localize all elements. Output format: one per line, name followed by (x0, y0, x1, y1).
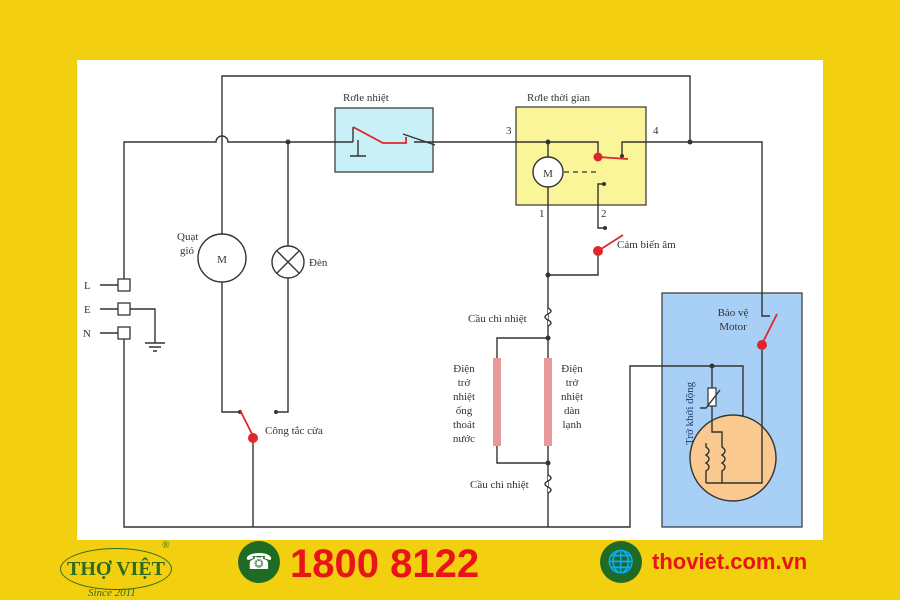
svg-text:lạnh: lạnh (563, 419, 582, 431)
svg-text:thoát: thoát (453, 419, 475, 431)
registered-mark: ® (162, 540, 170, 551)
since-label: Since 2011 (88, 587, 136, 599)
thermal-fuse-top-icon (544, 307, 552, 327)
ptc-starter-icon (707, 387, 717, 407)
svg-text:nhiệt: nhiệt (453, 391, 475, 403)
lamp-icon (271, 245, 305, 279)
timer-motor-icon (532, 156, 564, 188)
label-E: E (84, 304, 91, 316)
timer-relay-box (515, 106, 647, 206)
fan-motor-label: M (217, 254, 227, 266)
terminal-2-label: 2 (601, 208, 607, 220)
motor-protector-label-2: Motor (719, 321, 747, 333)
drain-heater-label: Điện trở nhiệt ống thoát nước (453, 363, 475, 445)
fuse-bottom-label: Cầu chì nhiệt (470, 479, 529, 491)
refrigerator-wiring-diagram: M Quạt gió Công tắc cửa Đèn L E N Rơle n… (83, 75, 803, 528)
hotline-number[interactable]: 1800 8122 (290, 542, 480, 586)
svg-text:trở: trở (566, 377, 579, 389)
fuse-top-label: Cầu chì nhiệt (468, 313, 527, 325)
drain-heater (493, 358, 501, 446)
svg-text:nhiệt: nhiệt (561, 391, 583, 403)
terminal-1-label: 1 (539, 208, 545, 220)
svg-text:trở: trở (458, 377, 471, 389)
svg-text:Điện: Điện (453, 363, 475, 375)
motor-protector-label-1: Bảo vệ (718, 307, 749, 319)
terminal-N (117, 326, 131, 340)
thermal-fuse-bottom-icon (544, 474, 552, 494)
door-switch-label: Công tắc cửa (265, 425, 323, 437)
terminal-4-label: 4 (653, 125, 659, 137)
tho-viet-logo: THỢ VIỆT (60, 548, 172, 590)
svg-text:dàn: dàn (564, 405, 580, 417)
evaporator-heater-label: Điện trở nhiệt dàn lạnh (561, 363, 583, 431)
label-N: N (83, 328, 91, 340)
terminal-L (117, 278, 131, 292)
terminal-3-label: 3 (506, 125, 512, 137)
fan-label-line2: gió (180, 245, 195, 257)
timer-motor-label: M (543, 168, 553, 180)
svg-text:ống: ống (456, 405, 473, 417)
evaporator-heater (544, 358, 552, 446)
fan-label-line1: Quạt (177, 231, 198, 243)
svg-text:nước: nước (453, 433, 475, 445)
wiring-diagram-panel: M Quạt gió Công tắc cửa Đèn L E N Rơle n… (77, 60, 823, 540)
compressor-motor-icon (689, 414, 777, 502)
footer-banner: THỢ VIỆT ® Since 2011 ☎ 1800 8122 🌐 thov… (0, 540, 900, 600)
timer-relay-label: Rơle thời gian (527, 92, 590, 104)
terminal-E (117, 302, 131, 316)
humidity-sensor-label: Cảm biến âm (617, 239, 676, 251)
svg-text:Điện: Điện (561, 363, 583, 375)
website-link[interactable]: thoviet.com.vn (652, 549, 808, 574)
label-L: L (84, 280, 91, 292)
phone-icon: ☎ (238, 541, 280, 583)
thermal-relay-box (334, 107, 434, 173)
thermal-relay-label: Rơle nhiệt (343, 92, 389, 104)
starter-resistor-label: Trở khởi động (684, 381, 696, 445)
globe-icon: 🌐 (600, 541, 642, 583)
lamp-label: Đèn (309, 257, 328, 269)
